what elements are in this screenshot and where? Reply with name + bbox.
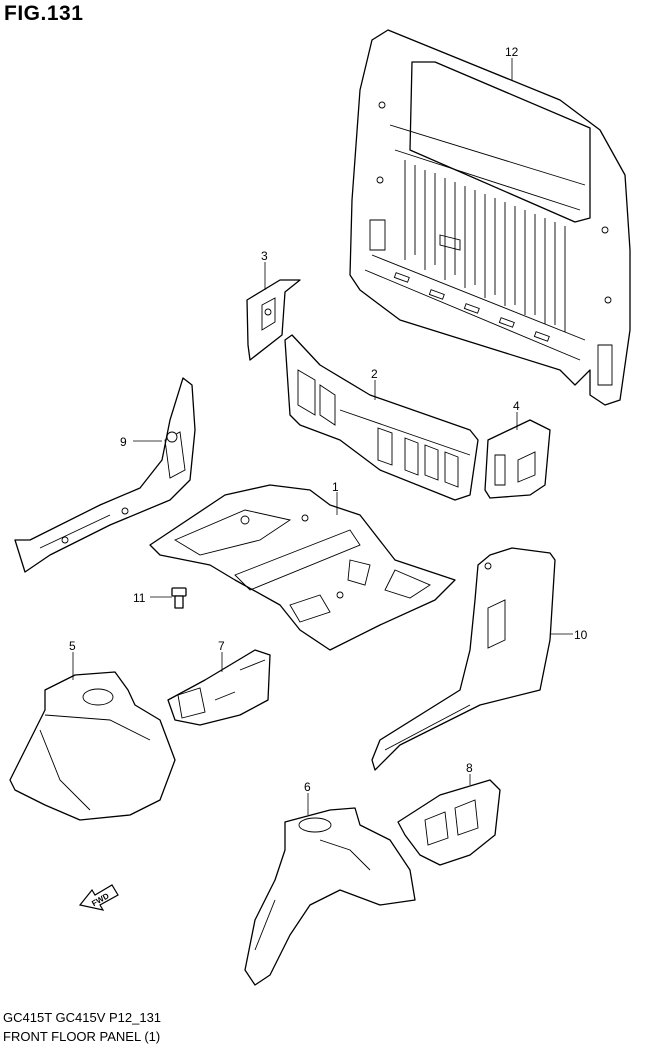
- callout-4: 4: [513, 399, 520, 413]
- fwd-direction-indicator: FWD: [78, 884, 119, 911]
- callout-numbers: 1 2 3 4 5 6 7 8 9 10 11 12: [69, 45, 588, 794]
- callout-3: 3: [261, 249, 268, 263]
- part-11-bolt: [171, 587, 187, 609]
- callout-8: 8: [466, 761, 473, 775]
- callout-1: 1: [332, 480, 339, 494]
- callout-12: 12: [505, 45, 519, 59]
- part-3-bracket: [246, 279, 301, 361]
- part-7-reinforcement: [167, 649, 271, 726]
- part-6-wheel-house: [244, 807, 416, 986]
- footer-caption: FRONT FLOOR PANEL (1): [3, 1029, 161, 1044]
- callout-7: 7: [218, 639, 225, 653]
- part-12-rear-panel: [349, 29, 631, 406]
- leader-lines: [72, 58, 573, 815]
- part-8-bracket: [397, 779, 501, 866]
- part-5-wheel-house: [9, 671, 176, 821]
- callout-10: 10: [574, 628, 588, 642]
- part-10-side-sill: [371, 547, 556, 771]
- callout-6: 6: [304, 780, 311, 794]
- footer-model-codes: GC415T GC415V P12_131: [3, 1010, 162, 1025]
- callout-11: 11: [133, 591, 146, 605]
- figure-title: FIG.131: [4, 2, 84, 25]
- callout-9: 9: [120, 435, 127, 449]
- part-1-floor-panel: [149, 484, 456, 651]
- callout-5: 5: [69, 639, 76, 653]
- part-2-cross-member: [284, 334, 479, 501]
- part-4-side-bracket: [484, 419, 551, 499]
- callout-2: 2: [371, 367, 378, 381]
- part-9-side-sill: [14, 377, 196, 573]
- forward-direction-arrow-icon: [78, 884, 119, 911]
